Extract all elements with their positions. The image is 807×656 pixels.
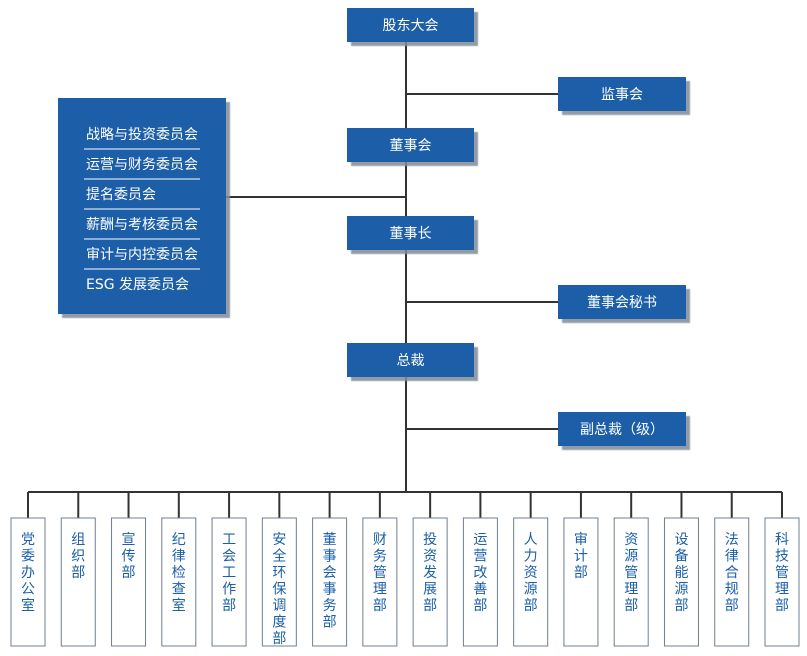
department-box[interactable]: 董事会事务部 <box>312 517 348 647</box>
department-box[interactable]: 组织部 <box>60 517 96 647</box>
committee-item[interactable]: 战略与投资委员会 <box>84 127 200 150</box>
department-label: 审计部 <box>574 532 588 581</box>
department-box[interactable]: 投资发展部 <box>412 517 448 647</box>
department-box[interactable]: 法律合规部 <box>714 517 750 647</box>
department-label: 科技管理部 <box>775 532 789 614</box>
board-label: 董事会 <box>390 138 432 154</box>
committee-item[interactable]: 薪酬与考核委员会 <box>84 217 200 240</box>
department-box[interactable]: 设备能源部 <box>663 517 699 647</box>
board-box[interactable]: 董事会 <box>347 128 474 162</box>
vice-president-label: 副总裁（级） <box>580 422 664 438</box>
committee-item[interactable]: 审计与内控委员会 <box>84 247 200 270</box>
department-label: 董事会事务部 <box>323 532 337 631</box>
chairman-box[interactable]: 董事长 <box>347 216 474 250</box>
department-box[interactable]: 党委办公室 <box>10 517 46 647</box>
department-box[interactable]: 运营改善部 <box>462 517 498 647</box>
department-label: 党委办公室 <box>21 532 35 614</box>
chairman-label: 董事长 <box>390 226 432 242</box>
committee-label: 提名委员会 <box>86 187 156 203</box>
department-label: 纪律检查室 <box>172 532 186 614</box>
department-label: 运营改善部 <box>473 532 487 614</box>
department-label: 安全环保调度部 <box>272 532 286 647</box>
department-label: 投资发展部 <box>423 532 437 614</box>
supervisory-board-label: 监事会 <box>601 87 643 103</box>
department-box[interactable]: 纪律检查室 <box>161 517 197 647</box>
committee-item[interactable]: 运营与财务委员会 <box>84 157 200 180</box>
department-box[interactable]: 科技管理部 <box>764 517 800 647</box>
committee-label: 运营与财务委员会 <box>86 157 198 173</box>
board-secretary-box[interactable]: 董事会秘书 <box>558 285 686 319</box>
committee-label: ESG 发展委员会 <box>86 277 189 293</box>
committee-label: 薪酬与考核委员会 <box>86 217 198 233</box>
committee-item[interactable]: ESG 发展委员会 <box>86 277 189 293</box>
department-box[interactable]: 审计部 <box>563 517 599 647</box>
department-box[interactable]: 资源管理部 <box>613 517 649 647</box>
committee-label: 审计与内控委员会 <box>86 247 198 263</box>
department-drop-lines <box>27 492 783 518</box>
department-label: 财务管理部 <box>373 532 387 614</box>
president-label: 总裁 <box>397 353 425 369</box>
department-label: 人力资源部 <box>524 532 538 614</box>
department-label: 法律合规部 <box>725 532 739 614</box>
department-label: 资源管理部 <box>624 532 638 614</box>
shareholders-label: 股东大会 <box>383 18 439 34</box>
board-secretary-label: 董事会秘书 <box>587 295 657 311</box>
department-label: 宣传部 <box>122 532 136 581</box>
department-label: 设备能源部 <box>674 532 688 614</box>
department-box[interactable]: 宣传部 <box>111 517 147 647</box>
committee-item[interactable]: 提名委员会 <box>84 187 200 210</box>
president-box[interactable]: 总裁 <box>347 343 474 377</box>
department-box[interactable]: 财务管理部 <box>362 517 398 647</box>
committee-label: 战略与投资委员会 <box>86 127 198 143</box>
shareholders-box[interactable]: 股东大会 <box>347 8 474 42</box>
department-box[interactable]: 人力资源部 <box>513 517 549 647</box>
department-box[interactable]: 工会工作部 <box>211 517 247 647</box>
department-label: 工会工作部 <box>222 532 236 614</box>
supervisory-board-box[interactable]: 监事会 <box>558 77 686 111</box>
vice-president-box[interactable]: 副总裁（级） <box>558 412 686 446</box>
department-box[interactable]: 安全环保调度部 <box>261 517 297 647</box>
connector-lines <box>28 42 782 493</box>
department-label: 组织部 <box>71 532 85 581</box>
department-list: 党委办公室 组织部 宣传部 纪律检查室 工会工作部 安全环保调度部 董事会事务部 财务管理部 投… <box>10 517 800 647</box>
